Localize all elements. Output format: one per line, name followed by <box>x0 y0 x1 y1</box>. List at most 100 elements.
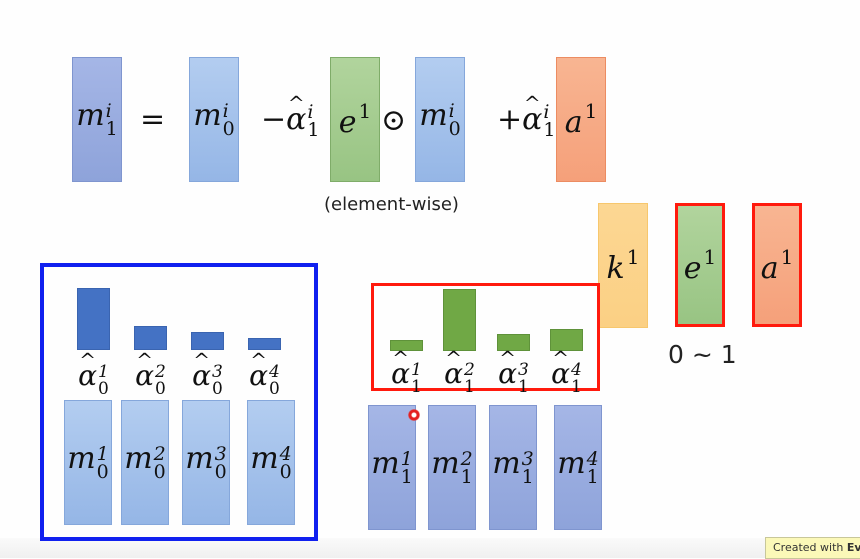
symbol-sub: 1 <box>464 376 475 397</box>
symbol-sub: 1 <box>586 466 599 489</box>
plus-sign: + <box>497 102 523 137</box>
symbol-base: e <box>683 250 702 286</box>
symbol-base: e <box>338 105 357 140</box>
symbol-base: a <box>760 250 779 286</box>
symbol-sup: 3 <box>214 443 227 466</box>
symbol-sub: 0 <box>448 118 461 141</box>
symbol-sub: 0 <box>269 378 280 399</box>
symbol-base: m <box>371 445 400 481</box>
minus-sign: − <box>261 102 287 137</box>
attention-label-1: α11 <box>382 360 432 397</box>
symbol-sup: 2 <box>460 448 473 471</box>
watermark: Created with Ev <box>765 537 860 559</box>
watermark-prefix: Created with <box>773 541 844 554</box>
symbol-sup: 4 <box>571 360 582 381</box>
symbol-sup: 1 <box>358 99 372 123</box>
symbol-sub: 1 <box>521 466 534 489</box>
symbol-sup: 1 <box>780 244 794 269</box>
symbol-sub: 1 <box>543 119 556 141</box>
symbol-sup: 2 <box>155 362 166 383</box>
symbol-base: m <box>124 440 153 476</box>
symbol-base: m <box>431 445 460 481</box>
symbol-sup: 1 <box>411 360 422 381</box>
symbol-sup: 1 <box>703 244 717 269</box>
symbol-sup: 4 <box>279 443 292 466</box>
symbol-base: a <box>564 105 583 140</box>
attention-bar-1 <box>77 288 110 350</box>
symbol-sub: 0 <box>214 461 227 484</box>
symbol-sup: 1 <box>400 448 413 471</box>
symbol-sub: 0 <box>279 461 292 484</box>
symbol-sub: 1 <box>411 376 422 397</box>
symbol-base: α <box>249 362 268 390</box>
pointer-cursor-icon <box>408 409 420 421</box>
symbol-sup: 4 <box>269 362 280 383</box>
symbol-base: m <box>193 97 222 133</box>
symbol-sup: 1 <box>98 362 109 383</box>
watermark-brand: Ev <box>846 541 860 554</box>
symbol-base: α <box>444 360 463 388</box>
attention-label-3: α31 <box>489 360 539 397</box>
symbol-sup: i <box>222 100 229 123</box>
symbol-sup: 3 <box>212 362 223 383</box>
attention-label-2: α20 <box>126 362 176 399</box>
symbol-sup: 1 <box>96 443 109 466</box>
symbol-sub: 1 <box>571 376 582 397</box>
symbol-sub: 1 <box>400 466 413 489</box>
symbol-sup: 2 <box>464 360 475 381</box>
element-wise-caption: (element-wise) <box>324 194 459 215</box>
symbol-sup: i <box>543 100 550 123</box>
symbol-sub: 0 <box>222 118 235 141</box>
symbol-base: m <box>557 445 586 481</box>
symbol-sub: 1 <box>460 466 473 489</box>
attention-label-4: α40 <box>240 362 290 399</box>
minus-alpha-term: −αi1 <box>261 102 320 141</box>
symbol-base: m <box>419 97 448 133</box>
attention-label-2: α21 <box>435 360 485 397</box>
symbol-sub: 0 <box>153 461 166 484</box>
attention-label-3: α30 <box>183 362 233 399</box>
plus-alpha-term: +αi1 <box>497 100 556 141</box>
symbol-base: m <box>67 440 96 476</box>
symbol-base: m <box>492 445 521 481</box>
symbol-sub: 0 <box>96 461 109 484</box>
symbol-base: α <box>192 362 211 390</box>
symbol-sup: 1 <box>584 99 598 123</box>
symbol-base: α <box>551 360 570 388</box>
symbol-sup: 1 <box>626 245 640 269</box>
attention-bar-2 <box>134 326 167 350</box>
attention-label-1: α10 <box>69 362 119 399</box>
symbol-sub: 1 <box>105 118 118 141</box>
symbol-base: α <box>498 360 517 388</box>
odot-operator: ⊙ <box>381 103 407 138</box>
symbol-base: k <box>606 251 625 286</box>
alpha-hat: α <box>522 105 542 135</box>
alpha-hat: α <box>286 105 306 135</box>
erase-range-label: 0 ~ 1 <box>668 340 737 369</box>
symbol-sub: 1 <box>307 119 320 141</box>
symbol-base: α <box>78 362 97 390</box>
symbol-sub: 0 <box>212 378 223 399</box>
symbol-sub: 0 <box>155 378 166 399</box>
bottom-band <box>0 538 860 558</box>
symbol-sup: i <box>448 100 455 123</box>
symbol-base: α <box>135 362 154 390</box>
symbol-sub: 1 <box>518 376 529 397</box>
memory0-frame <box>40 263 318 541</box>
symbol-sub: 0 <box>98 378 109 399</box>
